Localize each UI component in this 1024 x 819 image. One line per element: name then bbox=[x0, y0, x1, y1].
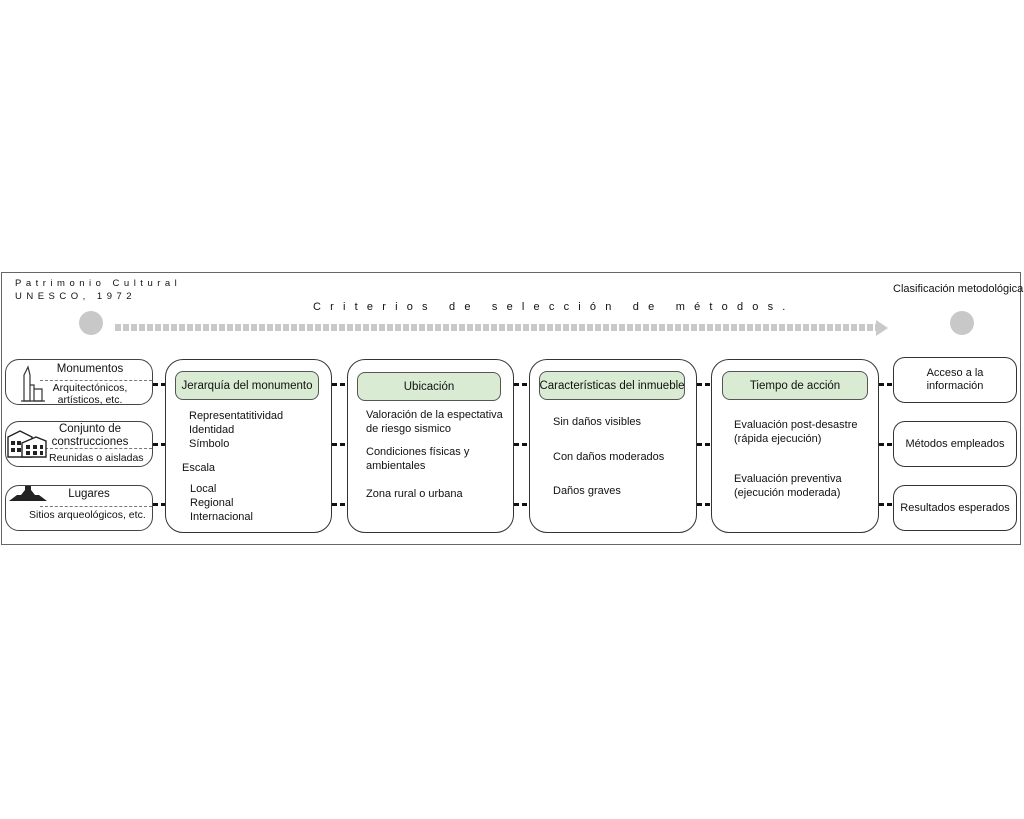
classification-label: información bbox=[926, 380, 984, 392]
pyramid-icon bbox=[9, 486, 47, 501]
heritage-subtitle: Arquitectónicos, bbox=[52, 382, 128, 394]
criteria-item: Zona rural o urbana bbox=[366, 488, 463, 500]
criteria-item: Valoración de la espectativa bbox=[366, 409, 503, 421]
criteria-item: Regional bbox=[190, 497, 234, 509]
classification-title: Clasificación metodológica bbox=[893, 283, 1024, 295]
start-circle bbox=[79, 311, 103, 335]
classification-label: Métodos empleados bbox=[905, 437, 1005, 450]
heritage-title: Conjunto de bbox=[58, 423, 122, 435]
heritage-monumentos bbox=[5, 359, 153, 405]
criteria-item: Símbolo bbox=[189, 438, 230, 450]
criteria-group-label: Escala bbox=[182, 462, 216, 474]
connector bbox=[153, 383, 165, 386]
card-heading: Características del inmueble bbox=[539, 371, 685, 400]
connector bbox=[879, 443, 893, 446]
criteria-item: Con daños moderados bbox=[553, 451, 665, 463]
connector bbox=[879, 383, 893, 386]
connector bbox=[332, 383, 347, 386]
card-heading: Jerarquía del monumento bbox=[175, 371, 319, 400]
criteria-item: Condiciones físicas y bbox=[366, 446, 470, 458]
heritage-subtitle: Sitios arqueológicos, etc. bbox=[29, 509, 146, 521]
classification-metodos: Métodos empleados bbox=[893, 421, 1017, 467]
connector bbox=[153, 503, 165, 506]
connector bbox=[697, 503, 711, 506]
criteria-title: Criterios de selección de métodos. bbox=[313, 301, 795, 313]
source-line-1: Patrimonio Cultural bbox=[15, 278, 182, 289]
connector bbox=[697, 383, 711, 386]
criteria-item: (rápida ejecución) bbox=[734, 433, 822, 445]
divider bbox=[40, 380, 152, 381]
diagram-frame bbox=[1, 272, 1021, 545]
criteria-item: de riesgo sismico bbox=[366, 423, 451, 435]
card-heading: Tiempo de acción bbox=[722, 371, 868, 400]
classification-label: Resultados esperados bbox=[900, 501, 1010, 514]
end-circle bbox=[950, 311, 974, 335]
connector bbox=[697, 443, 711, 446]
source-line-2: UNESCO, 1972 bbox=[15, 291, 137, 302]
monument-icon bbox=[21, 365, 45, 402]
connector bbox=[153, 443, 165, 446]
heritage-subtitle: artísticos, etc. bbox=[57, 394, 123, 406]
connector bbox=[514, 383, 529, 386]
criteria-item: Local bbox=[190, 483, 217, 495]
card-heading: Ubicación bbox=[357, 372, 501, 401]
heritage-conjunto bbox=[5, 421, 153, 467]
classification-resultados: Resultados esperados bbox=[893, 485, 1017, 531]
connector bbox=[879, 503, 893, 506]
divider bbox=[40, 448, 152, 449]
criteria-item: Representatitividad bbox=[189, 410, 284, 422]
criteria-item: Evaluación post-desastre bbox=[734, 419, 858, 431]
heritage-title: Monumentos bbox=[56, 363, 124, 375]
criteria-item: Daños graves bbox=[553, 485, 621, 497]
heritage-title: construcciones bbox=[51, 436, 129, 448]
process-arrow bbox=[115, 324, 877, 331]
heritage-lugares bbox=[5, 485, 153, 531]
criteria-item: Identidad bbox=[189, 424, 235, 436]
criteria-item: Sin daños visibles bbox=[553, 416, 642, 428]
classification-acceso: Acceso a la información bbox=[893, 357, 1017, 403]
connector bbox=[332, 443, 347, 446]
connector bbox=[332, 503, 347, 506]
arrow-head bbox=[876, 320, 888, 336]
classification-label: Acceso a la bbox=[926, 367, 984, 379]
heritage-subtitle: Reunidas o aisladas bbox=[49, 452, 144, 464]
criteria-item: Evaluación preventiva bbox=[734, 473, 842, 485]
connector bbox=[514, 443, 529, 446]
heritage-title: Lugares bbox=[68, 488, 110, 500]
criteria-item: Internacional bbox=[190, 511, 253, 523]
criteria-item: ambientales bbox=[366, 460, 426, 472]
criteria-item: (ejecución moderada) bbox=[734, 487, 841, 499]
buildings-icon bbox=[7, 430, 47, 458]
connector bbox=[514, 503, 529, 506]
divider bbox=[40, 506, 152, 507]
